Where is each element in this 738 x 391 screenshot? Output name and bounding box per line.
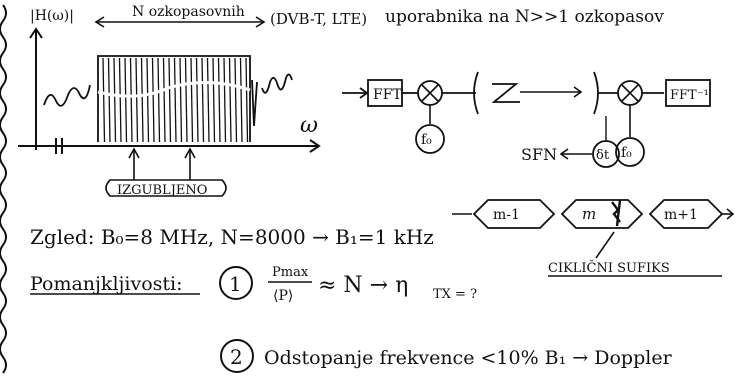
subcarrier-line bbox=[235, 58, 237, 142]
subcarrier-line bbox=[142, 58, 144, 142]
subcarrier-line bbox=[125, 58, 127, 142]
subcarrier-line bbox=[208, 58, 210, 142]
subcarrier-line bbox=[131, 58, 133, 142]
item1-denominator: ⟨P⟩ bbox=[273, 288, 293, 304]
cyclic-suffix-hatch bbox=[612, 200, 620, 226]
subcarrier-line bbox=[175, 58, 177, 142]
item1-number: 1 bbox=[229, 272, 242, 296]
mixer-right-cross bbox=[622, 85, 638, 101]
mixer-left-cross bbox=[422, 85, 438, 101]
subcarrier-line bbox=[202, 58, 204, 142]
sfn-label: SFN bbox=[521, 145, 557, 164]
osc-right-label: f₀ bbox=[621, 145, 632, 161]
subcarrier-line bbox=[197, 58, 199, 142]
subcarrier-line bbox=[180, 58, 182, 142]
subcarrier-line bbox=[224, 58, 226, 142]
systems-label: (DVB-T, LTE) bbox=[270, 10, 367, 28]
subcarrier-line bbox=[109, 58, 111, 142]
subcarrier-line bbox=[213, 58, 215, 142]
subcarrier-line bbox=[103, 58, 105, 142]
drawbacks-heading: Pomanjkljivosti: bbox=[30, 273, 183, 295]
symbol-m-label: m bbox=[582, 205, 596, 223]
fft-label: FFT bbox=[373, 87, 402, 103]
cyclic-suffix-label: CIKLIČNI SUFIKS bbox=[548, 259, 670, 276]
subcarrier-line bbox=[241, 58, 243, 142]
item1-tail: TX = ? bbox=[433, 287, 477, 302]
subcarrier-line bbox=[120, 58, 122, 142]
channel-squiggle bbox=[492, 84, 520, 102]
top-line-rest: uporabnika na N>>1 ozkopasov bbox=[385, 7, 664, 27]
subcarrier-line bbox=[147, 58, 149, 142]
subcarrier-line bbox=[186, 58, 188, 142]
delta-t-label: δt bbox=[596, 148, 610, 163]
symbol-m bbox=[562, 200, 642, 228]
subcarrier-line bbox=[191, 58, 193, 142]
item1-numerator: Pmax bbox=[272, 265, 309, 280]
subcarrier-line bbox=[246, 58, 248, 142]
subcarrier-line bbox=[219, 58, 221, 142]
subcarrier-line bbox=[158, 58, 160, 142]
channel-response-over-band bbox=[98, 82, 250, 96]
subcarrier-line bbox=[230, 58, 232, 142]
subcarrier-line bbox=[114, 58, 116, 142]
item2-text: Odstopanje frekvence <10% B₁ → Doppler bbox=[264, 347, 673, 369]
item2-number: 2 bbox=[230, 345, 243, 369]
axis-label-magnitude: |H(ω)| bbox=[30, 8, 74, 24]
subcarrier-line bbox=[169, 58, 171, 142]
symbol-m-minus-1-label: m-1 bbox=[493, 207, 520, 223]
subcarrier-line bbox=[153, 58, 155, 142]
subcarrier-line bbox=[136, 58, 138, 142]
left-margin-squiggle bbox=[0, 5, 6, 373]
spectrum-curve-right bbox=[262, 74, 292, 92]
osc-left-label: f₀ bbox=[421, 132, 432, 148]
channel-right-bracket bbox=[594, 72, 598, 114]
symbol-m-plus-1-label: m+1 bbox=[664, 207, 698, 223]
example-line: Zgled: B₀=8 MHz, N=8000 → B₁=1 kHz bbox=[30, 225, 434, 249]
subcarrier-bands bbox=[98, 56, 250, 142]
item1-relation: ≈ N → η bbox=[318, 273, 408, 298]
suffix-pointer bbox=[596, 232, 614, 258]
span-label: N ozkopasovnih bbox=[132, 4, 245, 20]
lost-label: IZGUBLJENO bbox=[117, 183, 207, 198]
spectrum-deep-fade bbox=[252, 80, 257, 126]
freq-label: ω bbox=[300, 113, 318, 138]
ifft-label: FFT⁻¹ bbox=[670, 88, 709, 103]
spectrum-curve-left bbox=[44, 85, 90, 106]
subcarrier-line bbox=[164, 58, 166, 142]
